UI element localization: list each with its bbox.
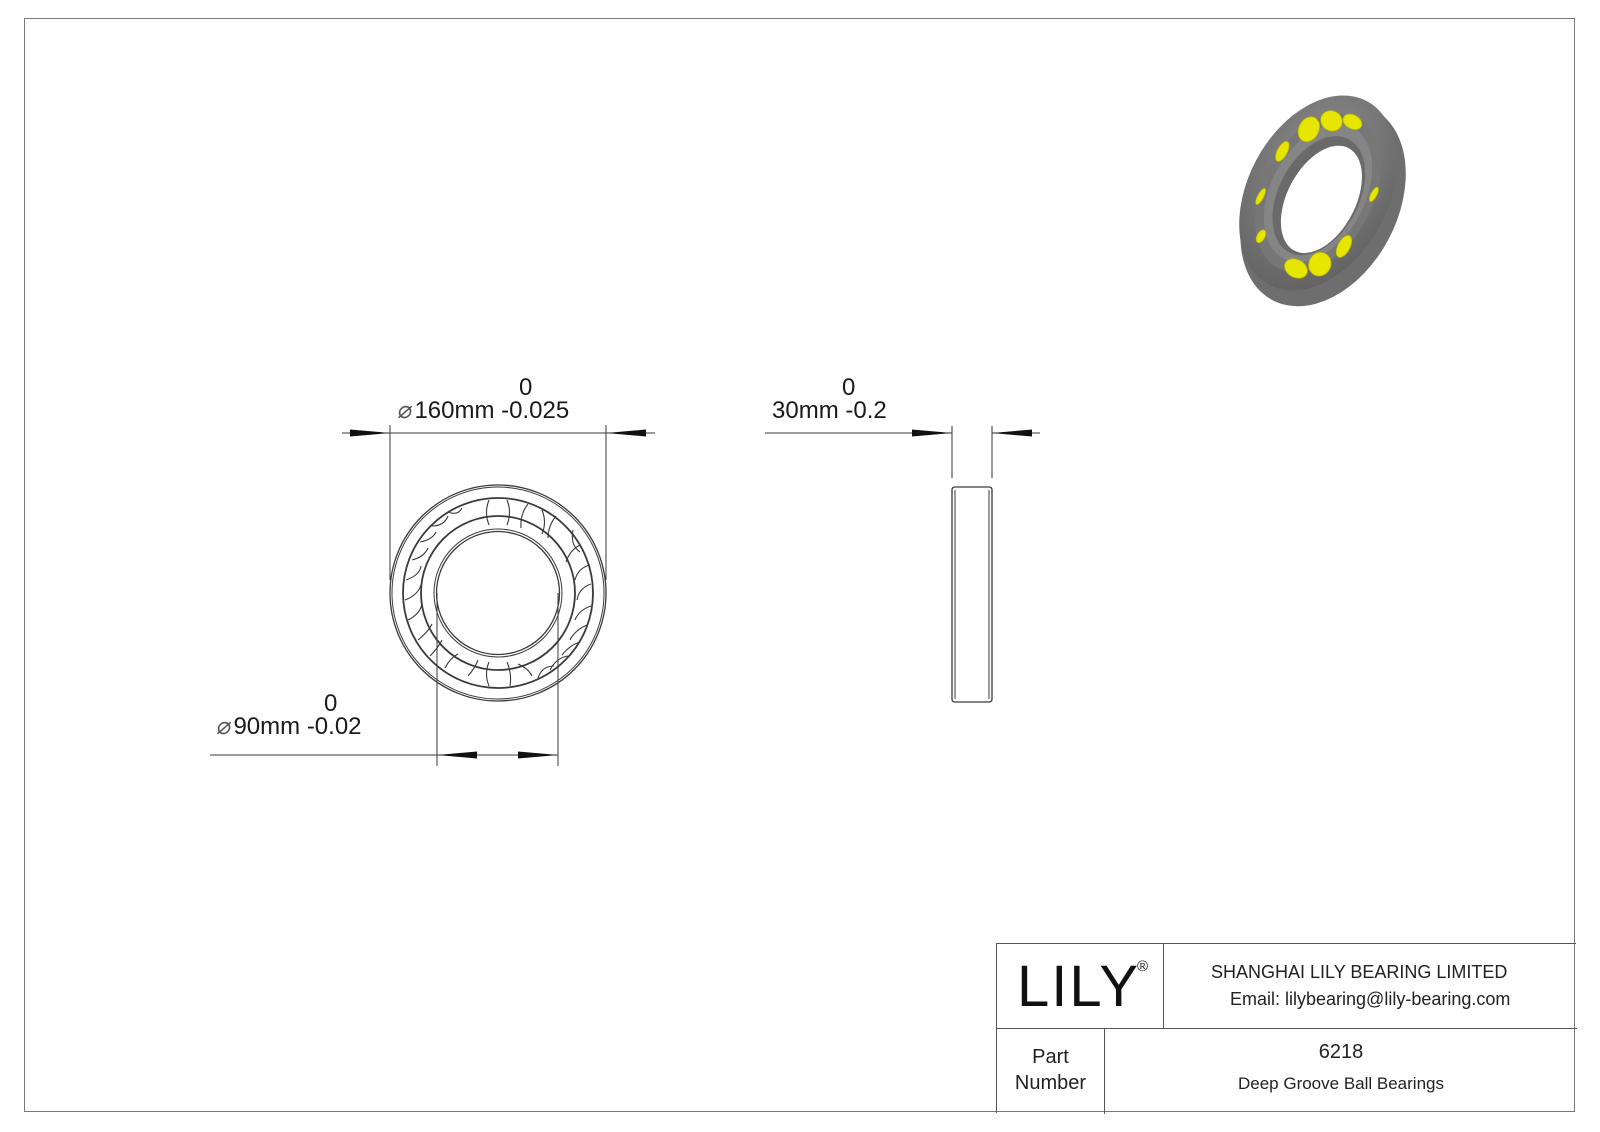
title-block: LILY ® SHANGHAI LILY BEARING LIMITED Ema… <box>996 943 1577 1114</box>
company-name: SHANGHAI LILY BEARING LIMITED <box>1211 962 1508 982</box>
dim-inner-diameter <box>210 593 559 766</box>
diameter-symbol-icon: ⌀ <box>396 397 415 424</box>
bearing-3d-model <box>1239 95 1406 307</box>
drawing-border <box>24 18 1575 1112</box>
logo-wordmark: LILY <box>1017 954 1141 1019</box>
company-email: Email: lilybearing@lily-bearing.com <box>1230 989 1511 1009</box>
width-upper-tolerance: 0 <box>842 374 856 401</box>
dim-width <box>765 426 1040 478</box>
diameter-symbol-icon: ⌀ <box>215 713 234 740</box>
part-description: Deep Groove Ball Bearings <box>1237 1074 1444 1093</box>
part-number-cell: 6218 Deep Groove Ball Bearings <box>1105 1029 1577 1114</box>
company-info: SHANGHAI LILY BEARING LIMITED Email: lil… <box>1164 944 1577 1029</box>
outer-diameter-label: ⌀160mm -0.025 <box>396 397 570 424</box>
part-number-label: Part Number <box>997 1029 1105 1114</box>
dim-outer-diameter <box>342 425 655 580</box>
inner-diameter-upper-tolerance: 0 <box>324 690 338 717</box>
company-logo: LILY ® <box>997 944 1164 1029</box>
registered-mark-icon: ® <box>1137 958 1149 975</box>
outer-diameter-upper-tolerance: 0 <box>519 374 533 401</box>
bearing-side-view <box>951 486 993 703</box>
part-number: 6218 <box>1318 1041 1364 1063</box>
width-label: 30mm -0.2 <box>772 397 887 424</box>
inner-diameter-label: ⌀90mm -0.02 <box>215 713 362 740</box>
bearing-front-view <box>389 484 607 702</box>
